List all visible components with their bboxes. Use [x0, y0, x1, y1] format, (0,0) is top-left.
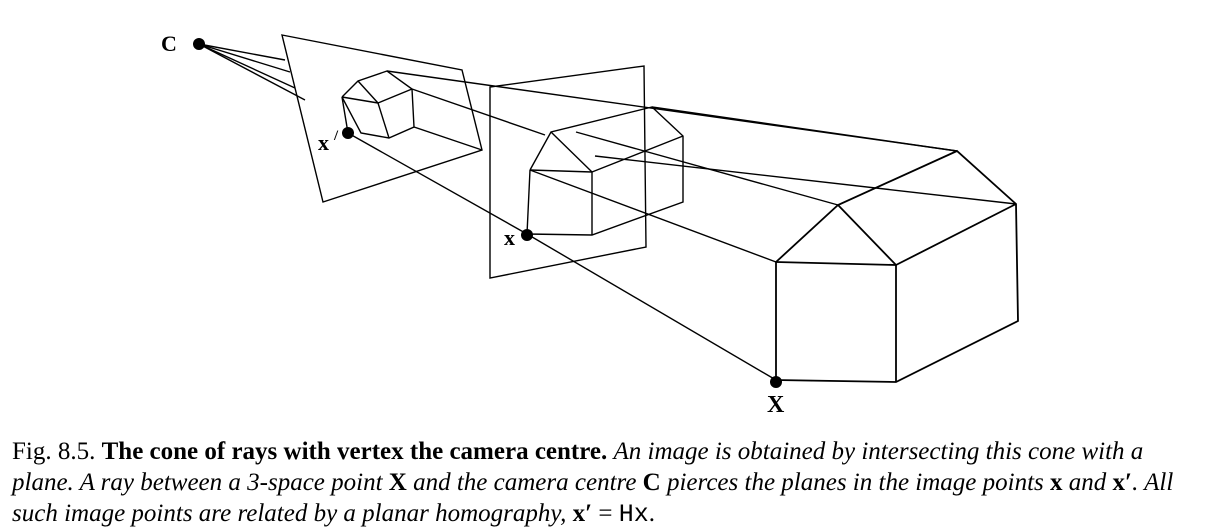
caption-text-2: and the camera centre — [413, 469, 637, 496]
caption-symbol-x-prime: x′ — [1112, 469, 1133, 496]
label-prime-mark: / — [333, 128, 339, 144]
caption-symbol-C: C — [642, 469, 661, 496]
caption-text-3: pierces the planes in the image points — [666, 469, 1044, 496]
house-3d-object — [775, 149, 1019, 383]
image-point-x-prime — [342, 127, 354, 139]
camera-centre-point — [193, 38, 205, 50]
caption-symbol-X: X — [388, 469, 407, 496]
caption-text-4: and — [1068, 469, 1107, 496]
caption-title: The cone of rays with vertex the camera … — [101, 438, 608, 465]
caption-equation-rhs: Hx — [618, 500, 649, 529]
house-image-small — [341, 70, 415, 139]
caption-number: Fig. 8.5. — [12, 438, 96, 465]
image-plane-large — [489, 65, 647, 279]
label-C: C — [161, 31, 177, 56]
caption-equation-sign: = — [598, 500, 613, 527]
caption-equation-lhs: x′ — [572, 500, 593, 527]
world-point-X — [770, 376, 782, 388]
figure-caption: Fig. 8.5. The cone of rays with vertex t… — [12, 436, 1196, 530]
label-x-prime: x — [318, 130, 329, 155]
image-point-x — [521, 229, 533, 241]
label-x: x — [504, 225, 515, 250]
caption-text-1: An image is obtained by intersecting thi… — [12, 438, 1144, 496]
image-plane-small — [281, 34, 483, 203]
rays-between-planes — [347, 70, 1017, 381]
label-X: X — [767, 392, 785, 418]
camera-cone-diagram: C x / x X — [161, 31, 1019, 418]
caption-symbol-x: x — [1050, 469, 1063, 496]
caption-text-5: . All such image points are related by a… — [12, 469, 1174, 527]
house-image-large — [526, 106, 684, 236]
rays-from-camera — [198, 43, 306, 101]
caption-text-6: . — [648, 500, 656, 527]
